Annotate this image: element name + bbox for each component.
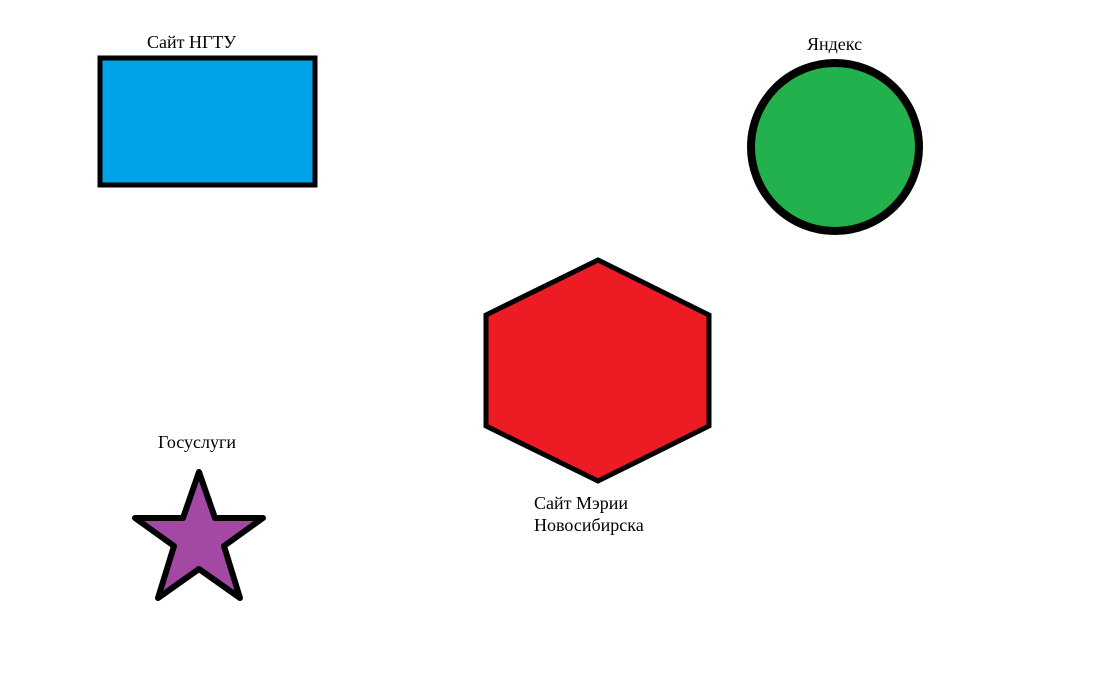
meriya-label-line1: Сайт Мэрии bbox=[534, 493, 628, 513]
ngtu-rectangle[interactable] bbox=[97, 55, 318, 188]
meriya-label-line2: Новосибирска bbox=[534, 515, 644, 535]
yandex-circle[interactable] bbox=[747, 59, 923, 235]
gosuslugi-label: Госуслуги bbox=[158, 432, 237, 452]
meriya-hexagon[interactable] bbox=[483, 257, 712, 484]
meriya-label: Сайт Мэрии Новосибирска bbox=[534, 492, 644, 536]
yandex-label: Яндекс bbox=[807, 34, 863, 54]
ngtu-label: Сайт НГТУ bbox=[147, 32, 237, 52]
gosuslugi-star[interactable] bbox=[132, 469, 266, 601]
